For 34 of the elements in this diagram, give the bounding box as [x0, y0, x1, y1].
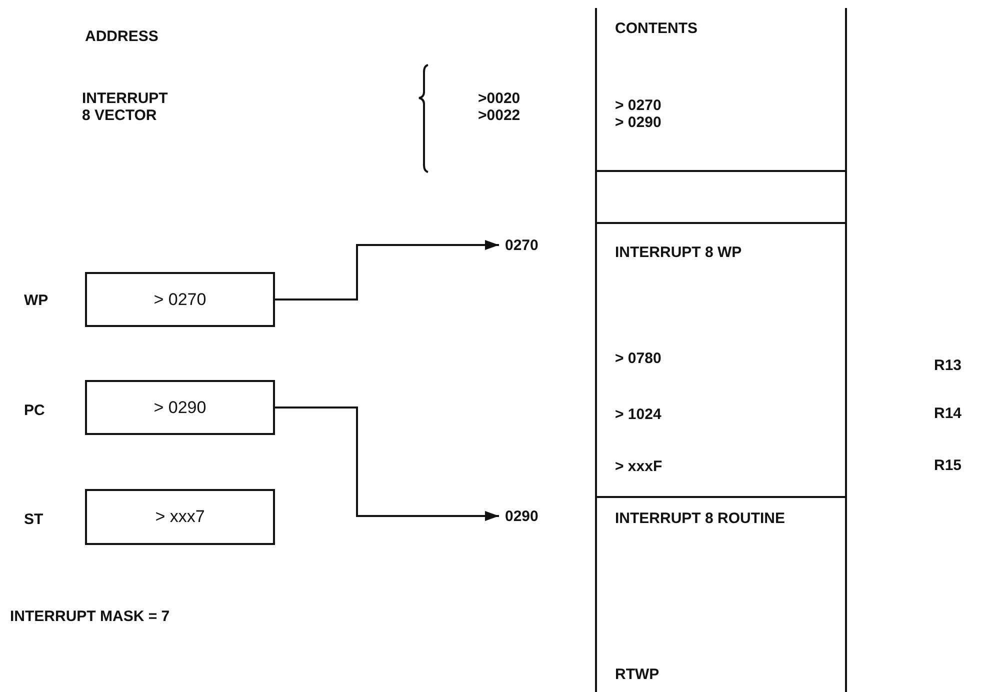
arrow [275, 240, 499, 300]
address-text: 0290 [505, 505, 549, 527]
register-name: R13 [934, 357, 962, 374]
address-text: >0022 [478, 107, 520, 124]
register-name: PC [24, 402, 45, 419]
register-name: WP [24, 292, 48, 309]
memory-section [595, 170, 847, 222]
memory-value: > 1024 [615, 406, 662, 423]
register-box [85, 489, 275, 545]
register-name: ST [24, 511, 44, 528]
memory-value: > xxxF [615, 458, 662, 475]
column-heading: ADDRESS [85, 28, 158, 45]
address-text: >0020 [478, 90, 520, 107]
register-value: > xxx7 [155, 507, 205, 527]
memory-value: > 0270 [615, 97, 662, 114]
memory-section [595, 8, 847, 170]
register-value: > 0270 [154, 290, 206, 310]
arrow [275, 406, 499, 521]
instruction-text: RTWP [615, 666, 660, 683]
memory-section [595, 222, 847, 496]
section-title: INTERRUPT 8 WP [615, 244, 742, 261]
register-name: R14 [934, 405, 962, 422]
column-heading: CONTENTS [615, 20, 698, 37]
register-box [85, 380, 275, 435]
section-title: INTERRUPT 8 ROUTINE [615, 510, 786, 527]
register-name: R15 [934, 457, 962, 474]
address-text: 0270 [505, 234, 549, 256]
memory-section [595, 496, 847, 692]
memory-value: > 0290 [615, 114, 662, 131]
mask-note: INTERRUPT MASK = 7 [10, 608, 170, 625]
register-box [85, 272, 275, 327]
vector-label: INTERRUPT 8 VECTOR [82, 90, 169, 124]
memory-value: > 0780 [615, 350, 662, 367]
register-value: > 0290 [154, 398, 206, 418]
